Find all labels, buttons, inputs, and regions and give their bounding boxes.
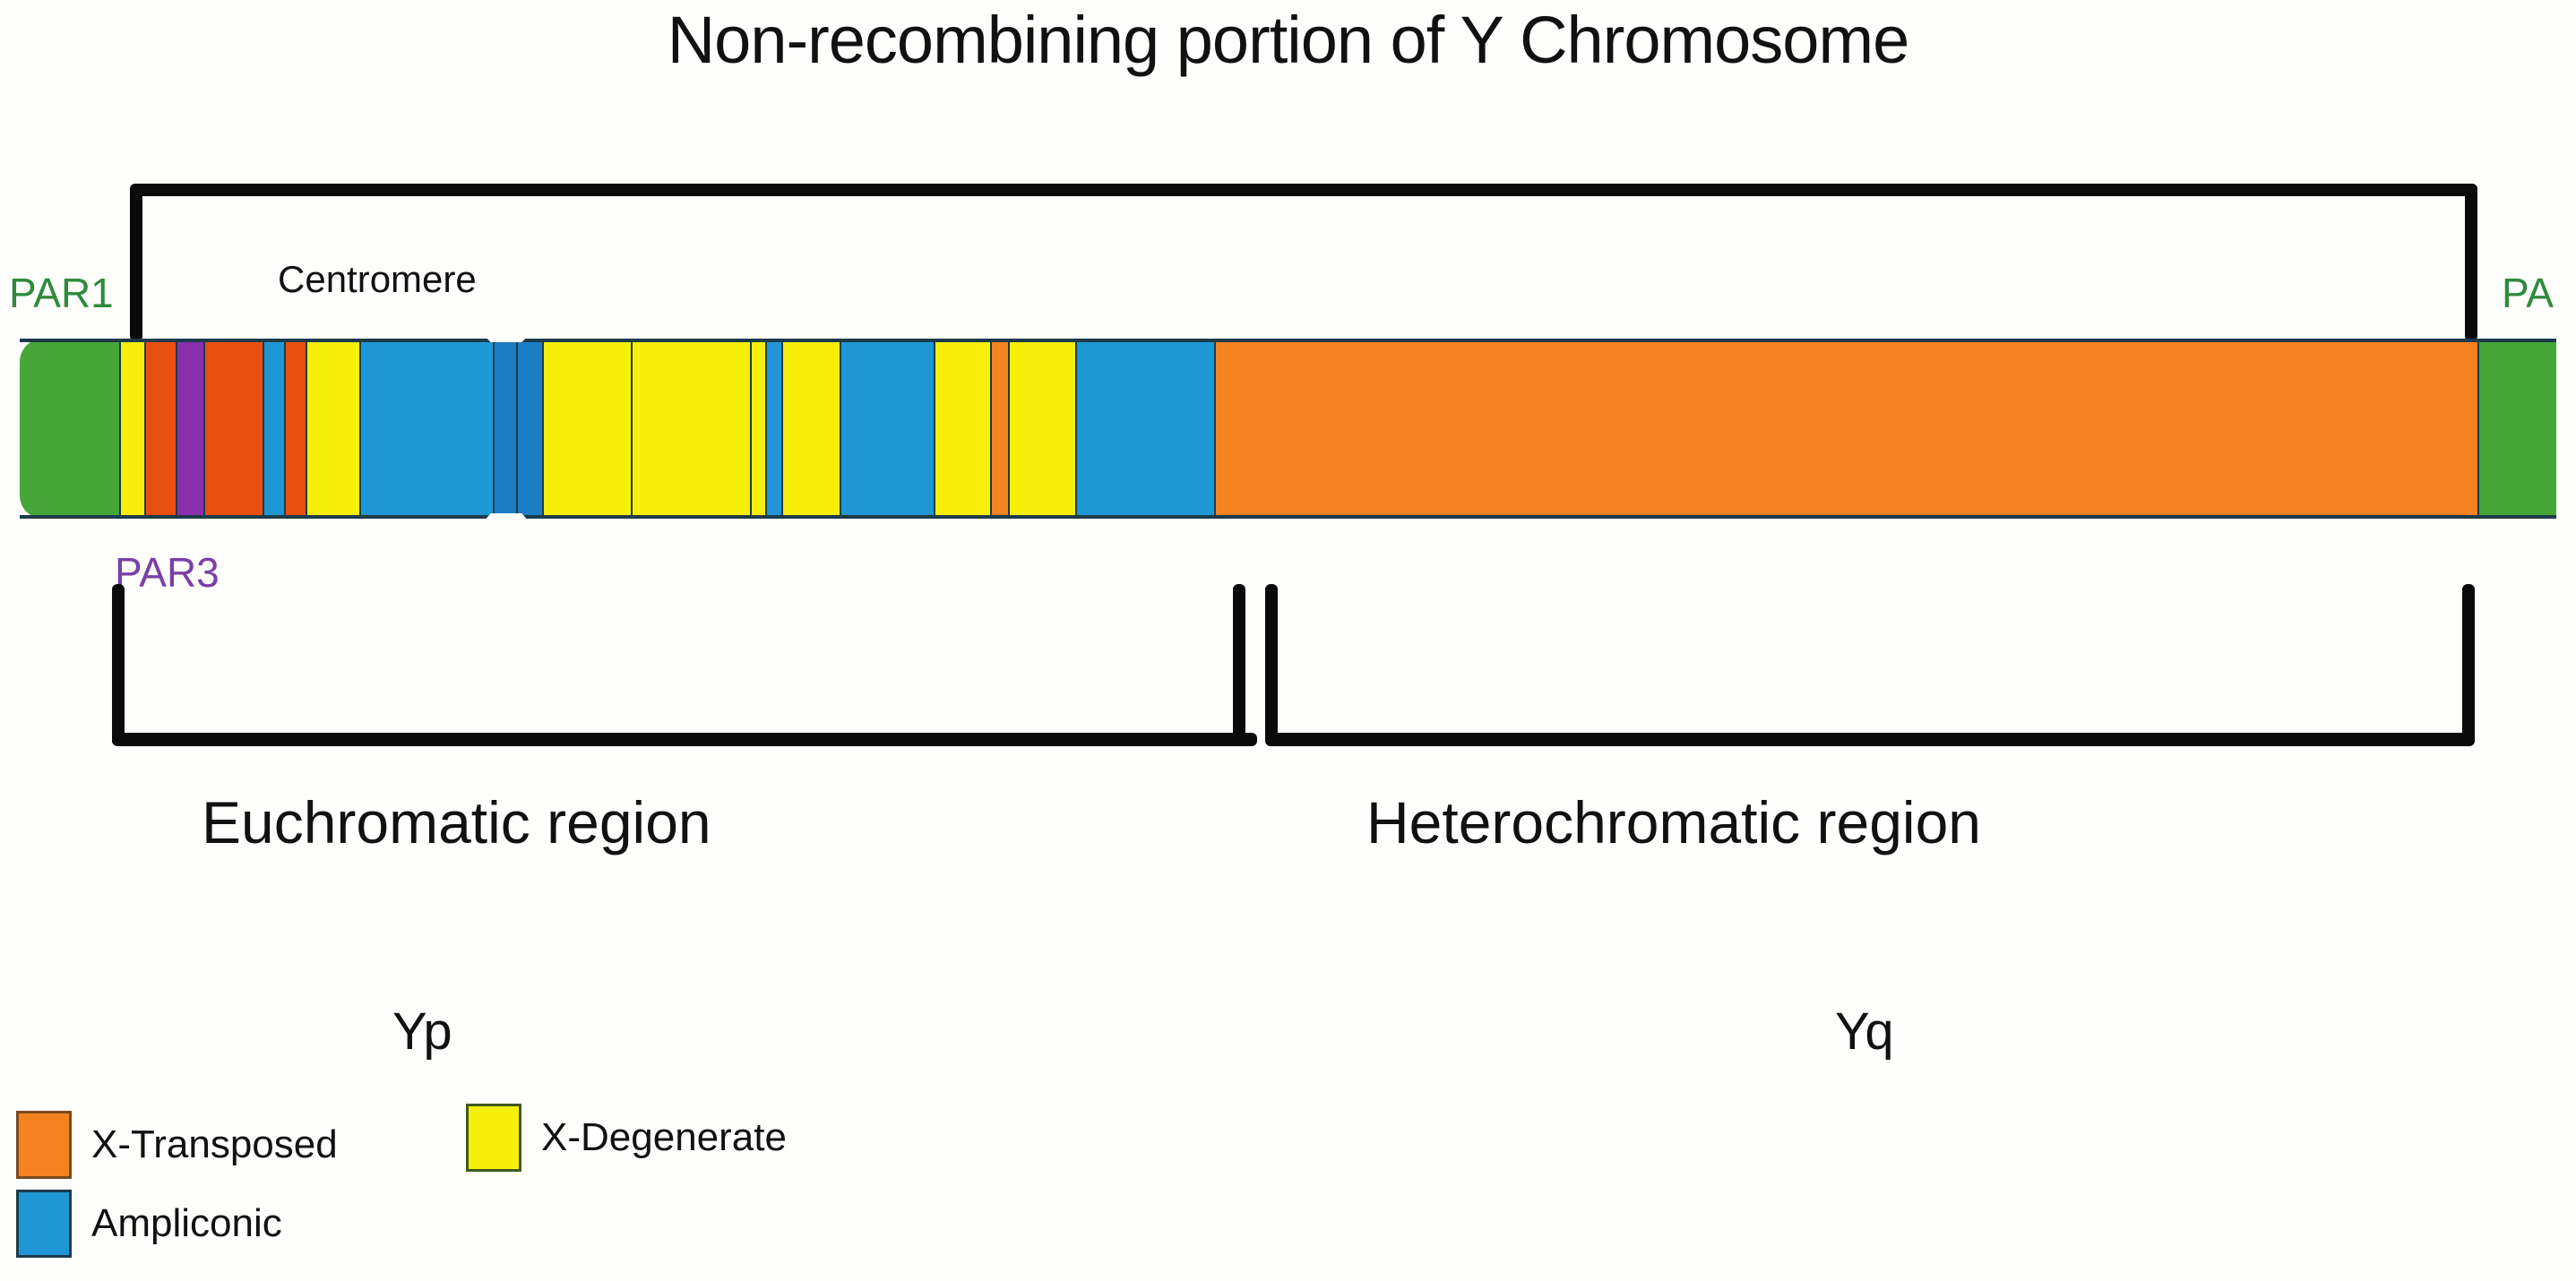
- legend-label-ampliconic: Ampliconic: [91, 1201, 282, 1245]
- chromosome-segment-x-degenerate: [1008, 339, 1075, 519]
- chromosome-segment-x-degenerate: [542, 339, 631, 519]
- legend-swatch-x-transposed-icon: [16, 1111, 72, 1179]
- chromosome-segment-x-degenerate: [750, 339, 765, 519]
- chromosome-segment-x-transposed: [990, 339, 1008, 519]
- label-par2: PA: [2502, 270, 2554, 316]
- chromosome-segment-x-transposed: [1214, 339, 2477, 519]
- legend-item-x-degenerate: X-Degenerate: [466, 1104, 787, 1172]
- chromosome-segment-ampliconic: [359, 339, 493, 519]
- chromosome-segment-par: [20, 339, 119, 519]
- legend-item-ampliconic: Ampliconic: [16, 1190, 282, 1258]
- chromosome-segment-x-transposed: [203, 339, 263, 519]
- legend: X-Transposed Ampliconic X-Degenerate: [0, 1104, 1075, 1272]
- chromosome-segment-par: [2477, 339, 2556, 519]
- label-yp-arm: Yp: [392, 1002, 452, 1061]
- chromosome-segment-x-degenerate: [631, 339, 750, 519]
- chromosome-segment-x-degenerate: [781, 339, 840, 519]
- label-par1: PAR1: [9, 270, 114, 316]
- chromosome-segment-ampliconic: [765, 339, 781, 519]
- label-centromere: Centromere: [278, 258, 477, 300]
- chromosome-segment-ampliconic: [263, 339, 284, 519]
- chromosome-segment-ampliconic: [493, 339, 516, 519]
- chromosome-segment-x-degenerate: [934, 339, 990, 519]
- chromosome-ideogram: [20, 330, 2556, 528]
- chromosome-segment-x-degenerate: [306, 339, 359, 519]
- legend-label-x-degenerate: X-Degenerate: [541, 1115, 787, 1159]
- chromosome-segment-ampliconic: [840, 339, 934, 519]
- label-heterochromatic-region: Heterochromatic region: [1366, 789, 1981, 855]
- legend-swatch-x-degenerate-icon: [466, 1104, 521, 1172]
- legend-item-x-transposed: X-Transposed: [16, 1111, 338, 1179]
- legend-label-x-transposed: X-Transposed: [91, 1122, 338, 1166]
- chromosome-segment-x-degenerate: [119, 339, 144, 519]
- label-par3: PAR3: [115, 549, 220, 596]
- label-yq-arm: Yq: [1835, 1002, 1894, 1061]
- page-title: Non-recombining portion of Y Chromosome: [667, 3, 1910, 77]
- chromosome-segment-x-transposed: [144, 339, 176, 519]
- chromosome-segment-ampliconic: [1075, 339, 1214, 519]
- chromosome-segment-ampliconic: [516, 339, 542, 519]
- label-euchromatic-region: Euchromatic region: [202, 789, 711, 855]
- chromosome-segment-x-transposed: [284, 339, 306, 519]
- legend-swatch-ampliconic-icon: [16, 1190, 72, 1258]
- chromosome-segment-par3: [176, 339, 203, 519]
